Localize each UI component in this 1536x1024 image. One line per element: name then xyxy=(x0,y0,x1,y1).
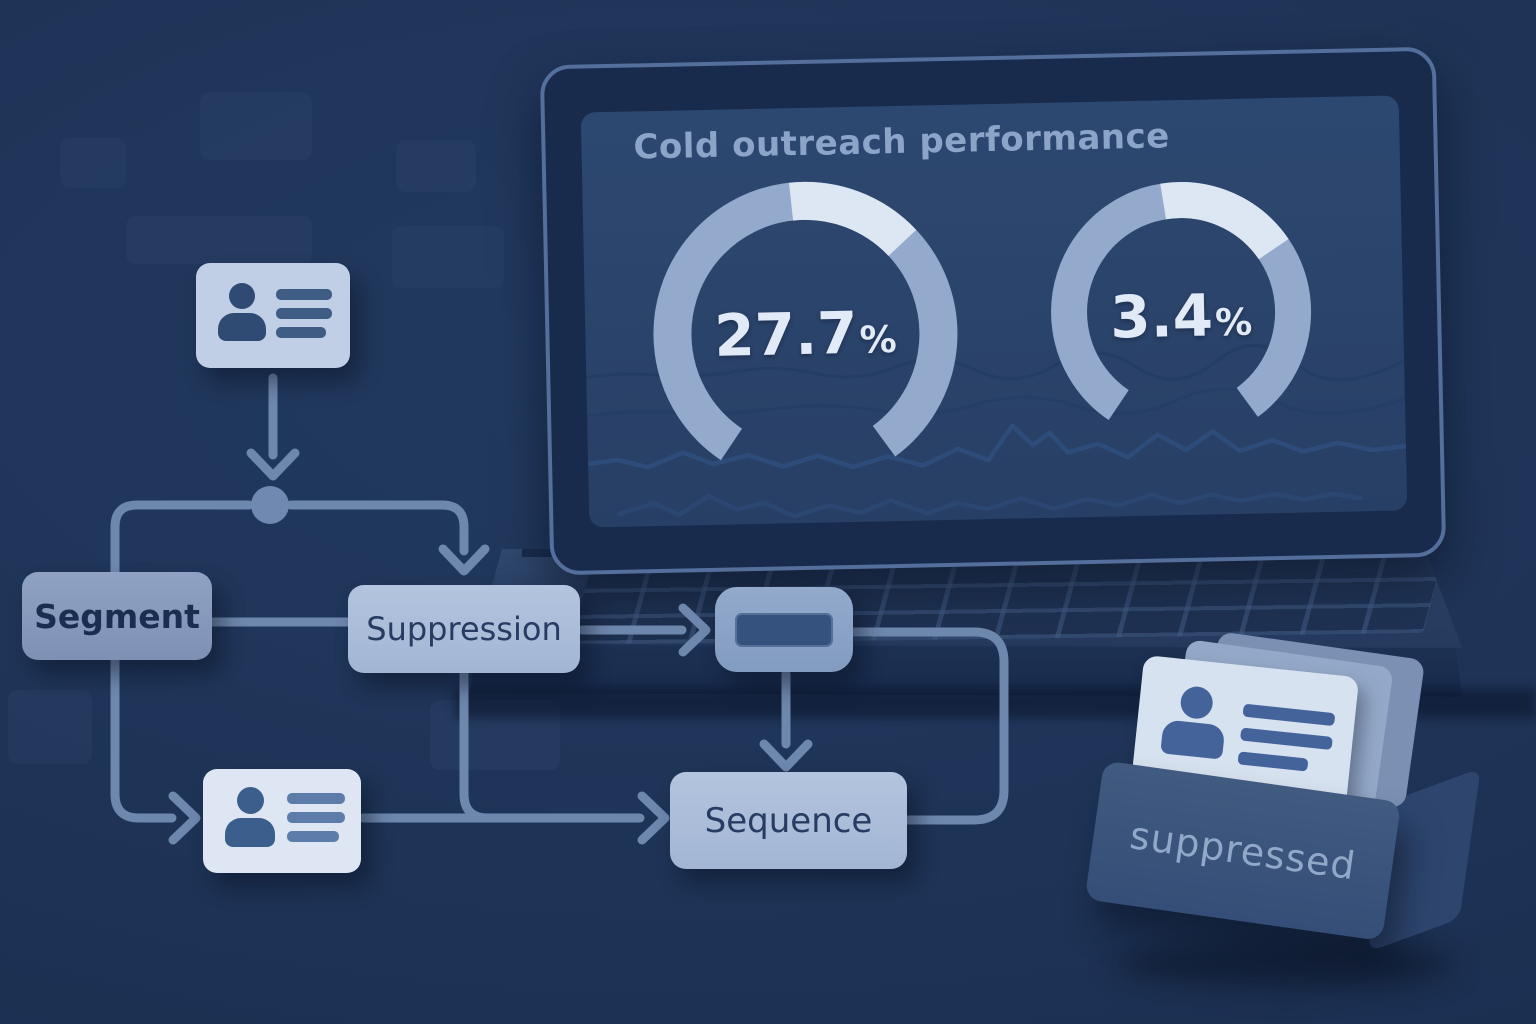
person-icon xyxy=(225,787,275,847)
connector-suppression-to-sequence xyxy=(459,668,493,823)
arrowhead-right-icon xyxy=(168,791,201,845)
flow-node-router xyxy=(715,587,853,672)
dashboard-graphics xyxy=(580,181,1408,519)
flow-node-sequence: Sequence xyxy=(670,772,907,869)
suppression-label: Suppression xyxy=(366,610,562,648)
flow-node-suppression: Suppression xyxy=(348,585,580,673)
background-rect xyxy=(126,216,312,264)
laptop: Cold outreach performance 27.7% 3.4% xyxy=(539,46,1447,576)
connector-junction-to-segment xyxy=(110,500,254,577)
connector-junction-to-suppression xyxy=(286,500,469,556)
sparkline-faint-1 xyxy=(580,344,1408,382)
connector-segment-to-card xyxy=(110,655,177,823)
card-lines xyxy=(276,289,332,338)
sparkline-bottom xyxy=(616,491,1364,519)
card-lines xyxy=(287,793,345,842)
gauge-open-rate-highlight xyxy=(789,182,917,257)
junction-dot xyxy=(251,486,289,524)
segment-label: Segment xyxy=(34,596,200,636)
contact-card-bottom xyxy=(203,769,361,873)
background-rect xyxy=(60,138,126,188)
card-line xyxy=(287,793,345,804)
person-icon xyxy=(218,283,266,341)
card-line xyxy=(276,327,326,338)
laptop-screen: Cold outreach performance 27.7% 3.4% xyxy=(580,95,1408,528)
arrowhead-down-icon xyxy=(759,739,813,772)
arrowhead-right-icon xyxy=(678,603,711,657)
background-rect xyxy=(200,92,312,160)
background-rect xyxy=(392,226,504,288)
arrowhead-down-icon xyxy=(438,544,490,576)
sparkline-mid xyxy=(580,423,1408,470)
router-slot xyxy=(735,612,833,647)
flow-node-segment: Segment xyxy=(22,572,212,660)
arrowhead-down-icon xyxy=(246,448,300,481)
background-rect xyxy=(8,690,92,764)
bin-shadow xyxy=(1115,940,1455,988)
card-line xyxy=(276,308,332,319)
card-line xyxy=(287,831,339,842)
connector-router-loop-to-sequence xyxy=(848,627,1009,825)
background-rect xyxy=(396,140,476,192)
card-line xyxy=(287,812,345,823)
card-line xyxy=(276,289,332,300)
gauge-reply-rate-highlight xyxy=(1160,182,1289,260)
sequence-label: Sequence xyxy=(704,800,873,841)
contact-card-top xyxy=(196,263,350,368)
arrowhead-right-icon xyxy=(637,791,670,845)
